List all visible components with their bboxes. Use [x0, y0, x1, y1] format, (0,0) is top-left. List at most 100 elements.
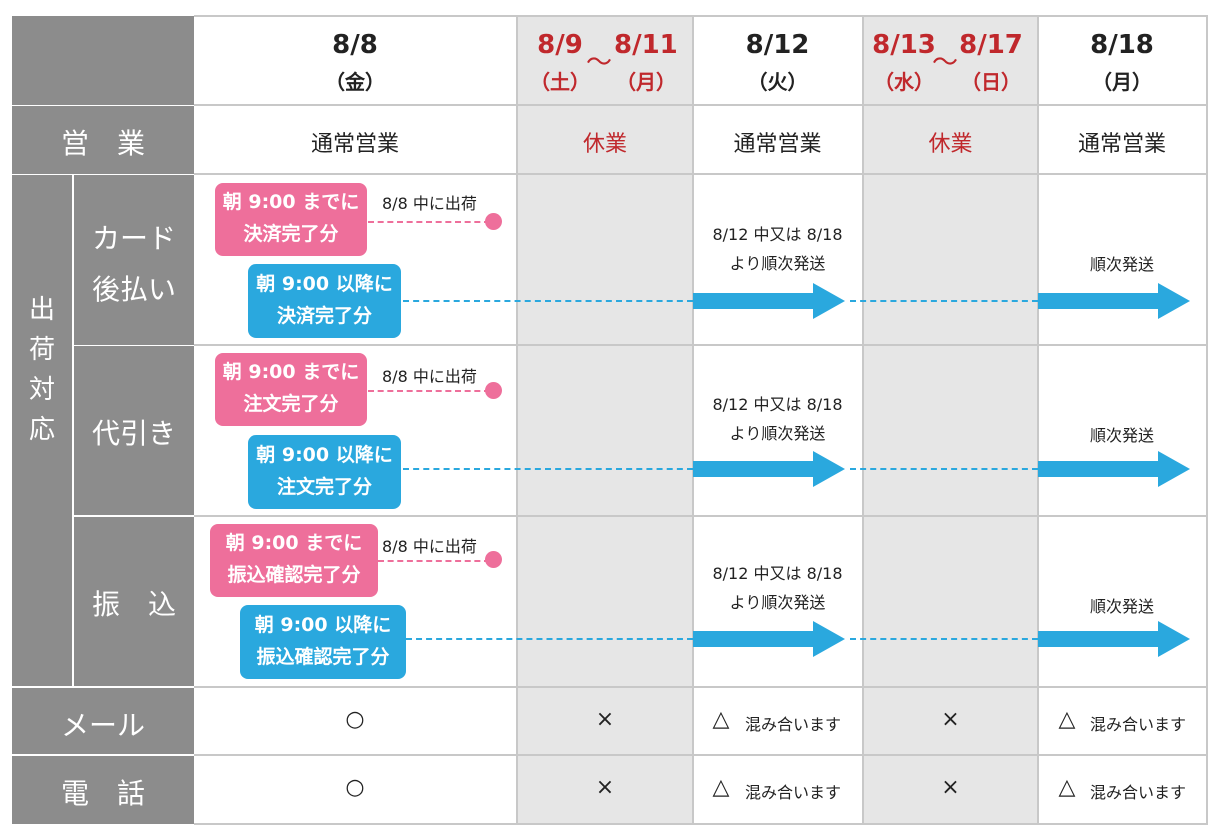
phone-value-3-text: 混み合います: [745, 783, 842, 802]
cod-before-dash: [368, 390, 490, 392]
card-before-dash: [368, 221, 490, 223]
grid-right: [1206, 15, 1208, 825]
header-day-4-to: （日）: [961, 70, 1021, 94]
cod-before-line2: 注文完了分: [243, 393, 339, 415]
shipping-label: 出荷対応: [28, 295, 55, 445]
cod-before-dot: [485, 382, 502, 399]
transfer-after-line2: 振込確認完了分: [256, 646, 390, 668]
mail-value-5-symbol: △: [1058, 707, 1076, 732]
business-value-4: 休業: [928, 132, 973, 157]
mail-label-cell: [12, 688, 194, 754]
card-label-line1: カード: [91, 222, 176, 255]
holiday-col-1-body: [517, 106, 693, 686]
business-label: 営 業: [60, 127, 145, 160]
grid-v2: [692, 15, 694, 825]
card-before-line2: 決済完了分: [243, 223, 339, 245]
transfer-before-pill: 朝 9:00 までに 振込確認完了分: [210, 524, 378, 597]
header-date-1: 8/8: [332, 30, 378, 60]
header-day-2-to: （月）: [616, 70, 676, 94]
phone-value-5-symbol: △: [1058, 775, 1076, 800]
cod-ship-812-line1: 8/12 中又は 8/18: [712, 395, 843, 414]
corner-cell: [12, 16, 194, 105]
cod-after-dash-1: [403, 468, 693, 470]
cod-ship-same-day: 8/8 中に出荷: [382, 367, 477, 386]
mail-value-5-text: 混み合います: [1090, 715, 1187, 734]
card-label-line2: 後払い: [91, 273, 176, 306]
mail-value-3-symbol: △: [712, 707, 730, 732]
grid-v3: [862, 15, 864, 825]
holiday-col-1-foot: [517, 688, 693, 824]
grid-bottom: [194, 823, 1208, 825]
cod-before-line1: 朝 9:00 までに: [222, 361, 360, 383]
card-before-pill: 朝 9:00 までに 決済完了分: [215, 183, 367, 256]
grid-h4: [194, 515, 1208, 517]
transfer-ship-818: 順次発送: [1089, 597, 1154, 616]
card-after-line2: 決済完了分: [276, 305, 372, 327]
mail-label: メール: [60, 709, 145, 742]
holiday-col-2-header: [863, 16, 1038, 105]
transfer-before-dot: [485, 551, 502, 568]
business-value-3: 通常営業: [733, 132, 822, 157]
transfer-after-dash-1: [406, 638, 693, 640]
grid-v1: [516, 15, 518, 825]
holiday-col-2-body: [863, 106, 1038, 686]
header-date-3: 8/12: [745, 30, 810, 60]
transfer-after-dash-2: [850, 638, 1038, 640]
card-ship-812-line2: より順次発送: [729, 254, 826, 273]
cod-after-line1: 朝 9:00 以降に: [256, 444, 393, 466]
phone-label-cell: [12, 756, 194, 824]
header-day-2-from: （土）: [530, 70, 590, 94]
grid-v4: [1037, 15, 1039, 825]
header-tilde-4: ～: [931, 48, 958, 78]
transfer-label-cell: [74, 517, 194, 686]
business-label-cell: [12, 106, 194, 174]
card-after-pill: 朝 9:00 以降に 決済完了分: [248, 264, 401, 338]
header-day-4-from: （水）: [874, 70, 934, 94]
cod-after-line2: 注文完了分: [276, 476, 372, 498]
header-day-5: （月）: [1092, 70, 1152, 94]
card-label-cell: [74, 175, 194, 345]
phone-value-2: ×: [595, 775, 615, 800]
phone-value-5-text: 混み合います: [1090, 783, 1187, 802]
mail-value-2: ×: [595, 707, 615, 732]
cod-after-pill: 朝 9:00 以降に 注文完了分: [248, 435, 401, 509]
card-before-dot: [485, 213, 502, 230]
header-date-2-from: 8/9: [537, 30, 583, 60]
grid-h6: [194, 754, 1208, 756]
header-day-1: （金）: [325, 70, 385, 94]
mail-value-4: ×: [941, 707, 960, 732]
card-after-dash-1: [403, 300, 693, 302]
phone-value-4: ×: [941, 775, 960, 800]
cod-before-pill: 朝 9:00 までに 注文完了分: [215, 353, 367, 426]
header-tilde-2: ～: [585, 48, 612, 78]
holiday-col-1-header: [517, 16, 693, 105]
card-ship-812-line1: 8/12 中又は 8/18: [712, 225, 843, 244]
phone-label: 電 話: [60, 777, 145, 810]
cod-after-dash-2: [850, 468, 1038, 470]
business-value-2: 休業: [582, 132, 627, 157]
business-value-1: 通常営業: [310, 132, 399, 157]
transfer-before-dash: [378, 560, 490, 562]
card-before-line1: 朝 9:00 までに: [222, 191, 360, 213]
card-after-dash-2: [850, 300, 1038, 302]
shipping-label-cell: [12, 175, 72, 686]
header-date-2-to: 8/11: [614, 30, 678, 60]
header-date-4-to: 8/17: [959, 30, 1023, 60]
business-value-5: 通常営業: [1077, 132, 1166, 157]
transfer-label: 振 込: [91, 588, 176, 621]
card-after-line1: 朝 9:00 以降に: [256, 273, 393, 295]
mail-value-1: ○: [345, 707, 365, 732]
grid-top: [194, 15, 1208, 17]
grid-h5: [194, 686, 1208, 688]
grid-h2: [194, 173, 1208, 175]
transfer-before-line1: 朝 9:00 までに: [225, 532, 363, 554]
cod-label: 代引き: [91, 417, 176, 450]
transfer-ship-812-line1: 8/12 中又は 8/18: [712, 564, 843, 583]
transfer-ship-same-day: 8/8 中に出荷: [382, 537, 477, 556]
cod-ship-812-line2: より順次発送: [729, 424, 826, 443]
header-date-4-from: 8/13: [872, 30, 936, 60]
header-day-3: （火）: [747, 70, 808, 94]
mail-value-3-text: 混み合います: [745, 715, 842, 734]
card-ship-818: 順次発送: [1089, 255, 1154, 274]
card-ship-same-day: 8/8 中に出荷: [382, 194, 477, 213]
